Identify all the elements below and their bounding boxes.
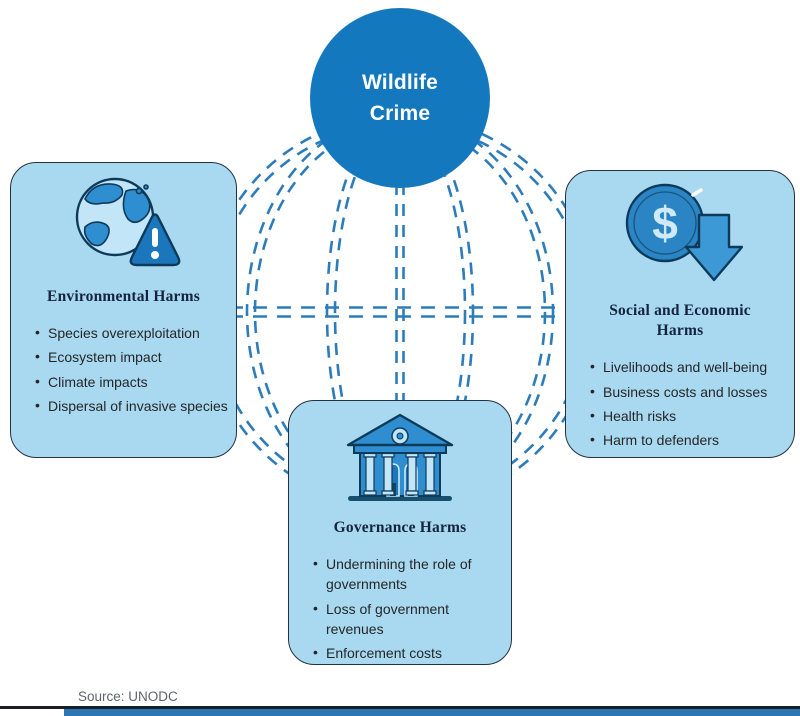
governance-harms-title: Governance Harms <box>333 519 467 536</box>
list-item: Loss of government revenues <box>313 598 503 640</box>
governance-harms-list: Undermining the role of governments Loss… <box>289 550 511 667</box>
list-item: Ecosystem impact <box>35 346 228 367</box>
list-item: Livelihoods and well-being <box>590 356 767 377</box>
footer-accent-bar <box>64 709 800 716</box>
dollar-decline-icon: $ <box>625 183 743 282</box>
wildlife-crime-node: Wildlife Crime <box>310 8 490 188</box>
list-item: Undermining the role of governments <box>313 553 503 595</box>
social-economic-harms-list: Livelihoods and well-being Business cost… <box>566 353 775 454</box>
footer-divider-line <box>0 706 800 709</box>
social-economic-harms-title: Social and Economic Harms <box>609 302 751 340</box>
governance-harms-card: Governance Harms Undermining the role of… <box>288 400 512 665</box>
list-item: Business costs and losses <box>590 381 767 402</box>
list-item: Climate impacts <box>35 371 228 392</box>
list-item: Enforcement costs <box>313 642 503 663</box>
government-building-icon <box>346 413 454 501</box>
social-economic-harms-card: $ Social and Economic Harms Livelihoods … <box>565 170 795 458</box>
svg-text:$: $ <box>652 197 678 249</box>
source-attribution: Source: UNODC <box>78 689 178 704</box>
list-item: Health risks <box>590 405 767 426</box>
environmental-harms-list: Species overexploitation Ecosystem impac… <box>11 319 236 420</box>
list-item: Dispersal of invasive species <box>35 395 228 416</box>
wildlife-crime-label-line1: Wildlife <box>361 70 439 94</box>
environmental-harms-title: Environmental Harms <box>47 288 200 305</box>
wildlife-crime-label-line2: Crime <box>369 102 431 125</box>
list-item: Species overexploitation <box>35 322 228 343</box>
environmental-harms-card: Environmental Harms Species overexploita… <box>10 162 237 458</box>
earth-warning-icon <box>75 177 180 267</box>
list-item: Harm to defenders <box>590 429 767 450</box>
